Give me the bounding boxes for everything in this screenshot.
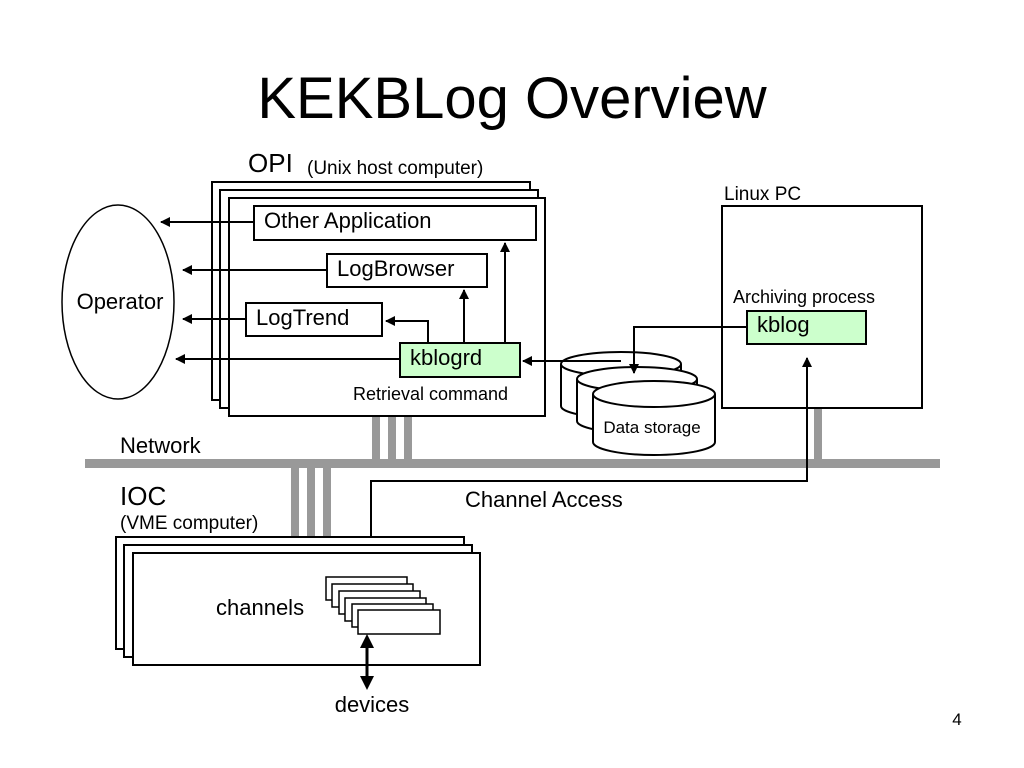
devices-label: devices: [335, 692, 410, 717]
ioc-label: IOC: [120, 481, 166, 511]
opi-network-links: [372, 415, 412, 461]
kblog-label: kblog: [757, 312, 810, 337]
opi-sublabel: (Unix host computer): [307, 158, 483, 179]
retrieval-command-label: Retrieval command: [353, 384, 508, 404]
channel-stack: [325, 576, 441, 635]
other-application-label: Other Application: [264, 208, 432, 233]
data-storage-cylinders: [560, 351, 716, 456]
archiving-process-label: Archiving process: [733, 287, 875, 307]
data-storage-label: Data storage: [603, 418, 700, 437]
channel-access-line: [370, 357, 812, 578]
linux-pc-box: [721, 205, 923, 409]
slide-title: KEKBLog Overview: [257, 66, 767, 131]
channels-label: channels: [216, 595, 304, 620]
kblogrd-label: kblogrd: [410, 345, 482, 370]
other-application-box: [253, 205, 537, 241]
ioc-sublabel: (VME computer): [120, 513, 258, 534]
devices-arrow-head-up: [360, 634, 374, 648]
operator-arrows: [160, 217, 400, 364]
network-bar: [85, 459, 940, 468]
devices-arrow-head-down: [360, 676, 374, 690]
page-number: 4: [952, 710, 961, 729]
opi-label: OPI: [248, 148, 293, 178]
kblogrd-arrows: [385, 242, 510, 343]
operator-ellipse: [61, 204, 175, 400]
network-label: Network: [120, 433, 202, 458]
storage-arrows: [522, 326, 747, 374]
operator-label: Operator: [77, 289, 164, 314]
linuxpc-network-link: [814, 408, 822, 461]
ioc-network-links: [291, 466, 331, 552]
logtrend-box: [245, 302, 383, 337]
logbrowser-label: LogBrowser: [337, 256, 454, 281]
channel-access-label: Channel Access: [465, 487, 623, 512]
linux-pc-label: Linux PC: [724, 184, 801, 205]
logtrend-label: LogTrend: [256, 305, 349, 330]
